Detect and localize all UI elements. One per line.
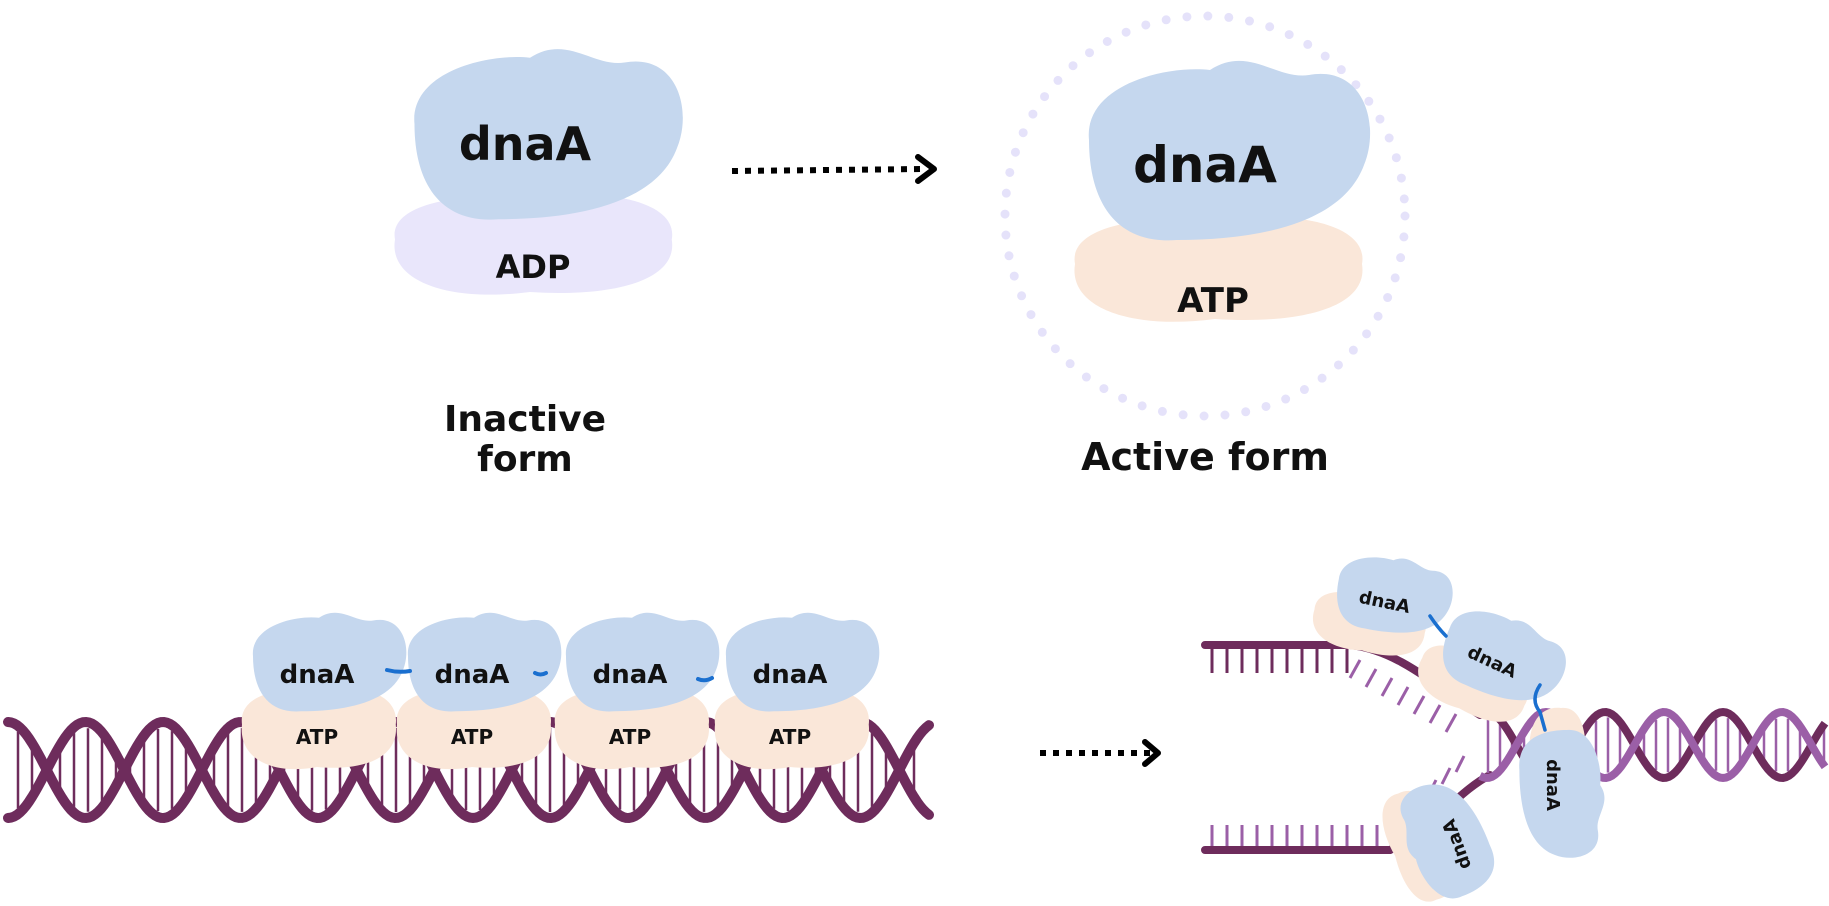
dnaa-label: dnaA (1542, 759, 1563, 811)
dnaa-atp-unit: dnaA ATP (554, 612, 720, 770)
dnaa-label: dnaA (1133, 136, 1277, 194)
base-pair (1396, 686, 1410, 706)
inactive-dnaa-complex: dnaA ADP (394, 49, 683, 295)
atp-label: ATP (769, 725, 811, 749)
dnaa-label: dnaA (593, 660, 668, 690)
dnaa-linker (1428, 614, 1448, 638)
active-dnaa-complex: dnaA ATP (1000, 11, 1410, 421)
adp-label: ADP (496, 248, 571, 286)
activation-halo (1000, 11, 1410, 421)
base-pair (1440, 767, 1452, 785)
dnaa-label: dnaA (753, 660, 828, 690)
dnaa-atp-unit: dnaA ATP (714, 612, 880, 770)
base-pair (1444, 713, 1458, 733)
dnaa-atp-unit: dnaA ATP (241, 612, 407, 770)
dnaa-atp-unit: dnaA (1373, 770, 1504, 906)
inactive-form-caption: Inactive form (443, 399, 607, 481)
dnaa-atp-unit: dnaA (1519, 707, 1605, 858)
dnaa-linker (533, 671, 548, 677)
base-pair (1412, 695, 1426, 715)
atp-label: ATP (451, 725, 493, 749)
base-pair (1428, 704, 1442, 724)
dnaa-oligomer: dnaA ATP dnaA ATP dnaA ATP dnaA ATP (241, 612, 880, 770)
dnaa-label: dnaA (280, 660, 355, 690)
dnaa-label: dnaA (435, 660, 510, 690)
dna-strand (1478, 707, 1829, 783)
base-pair (1454, 755, 1466, 773)
dotted-arrow-icon (731, 154, 937, 184)
atp-label: ATP (296, 725, 338, 749)
dnaa-linker (1533, 683, 1547, 732)
atp-label: ATP (609, 725, 651, 749)
dnaa-label: dnaA (459, 117, 592, 171)
dnaa-atp-unit: dnaA (1408, 594, 1577, 735)
active-form-caption: Active form (1081, 435, 1329, 479)
dnaa-atp-unit: dnaA (1307, 546, 1459, 664)
dnaa-linker (385, 668, 412, 674)
base-pair (1348, 659, 1362, 679)
base-pair (1380, 677, 1394, 697)
base-pair (1364, 668, 1378, 688)
dna-strand (3, 716, 934, 824)
dnaa-atp-unit: dnaA ATP (396, 612, 562, 770)
dotted-arrow-icon (1040, 739, 1161, 767)
dnaa-linker (696, 676, 714, 683)
atp-label: ATP (1177, 281, 1249, 321)
